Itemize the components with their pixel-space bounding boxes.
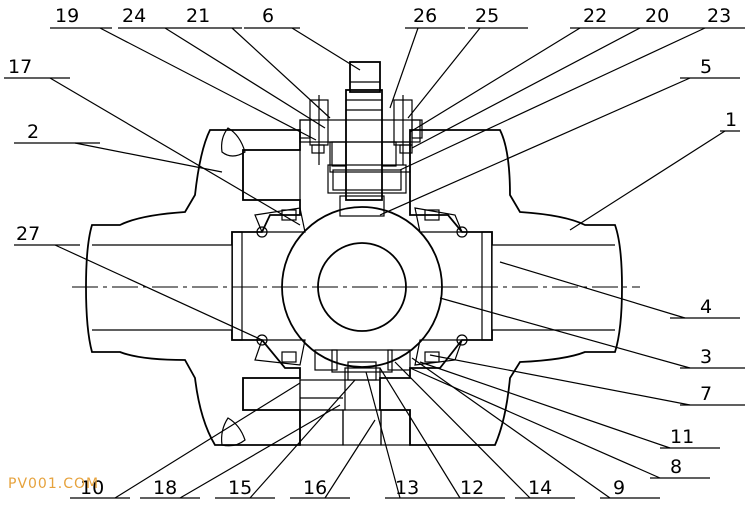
- part-label: 23: [707, 5, 731, 27]
- right-body-half: [379, 129, 623, 446]
- part-label: 16: [303, 477, 327, 499]
- part-label: 3: [700, 346, 712, 368]
- part-label: 2: [27, 121, 39, 143]
- part-label: 5: [700, 56, 712, 78]
- part-label: 15: [228, 477, 252, 499]
- part-label: 7: [700, 383, 712, 405]
- watermark: PV001.COM: [8, 476, 99, 492]
- trunnion-bottom: [314, 349, 411, 381]
- weld-bottom-left: [221, 417, 246, 447]
- left-end-ring: [231, 231, 243, 341]
- part-label: 13: [395, 477, 419, 499]
- part-label: 1: [725, 109, 737, 131]
- part-label: 24: [122, 5, 146, 27]
- part-label: 8: [670, 456, 682, 478]
- part-label: 22: [583, 5, 607, 27]
- stem: [345, 89, 383, 201]
- part-label: 20: [645, 5, 669, 27]
- weld-top-left: [221, 127, 246, 157]
- part-label: 19: [55, 5, 79, 27]
- part-label: 21: [186, 5, 210, 27]
- part-label: 10: [80, 477, 104, 499]
- part-label: 26: [413, 5, 437, 27]
- part-label: 27: [16, 223, 40, 245]
- part-label: 12: [460, 477, 484, 499]
- part-label: 17: [8, 56, 32, 78]
- part-label: 11: [670, 426, 694, 448]
- part-label: 4: [700, 296, 712, 318]
- part-label: 18: [153, 477, 177, 499]
- part-label: 9: [613, 477, 625, 499]
- leader-lines: [4, 27, 745, 499]
- part-label: 25: [475, 5, 499, 27]
- part-label: 14: [528, 477, 552, 499]
- stem-assembly: [299, 61, 423, 201]
- part-label: 6: [262, 5, 274, 27]
- part-labels: 19 24 21 6 26 25 22 20 23 17 2 27 5 1 4 …: [8, 5, 737, 499]
- right-end-ring: [481, 231, 493, 341]
